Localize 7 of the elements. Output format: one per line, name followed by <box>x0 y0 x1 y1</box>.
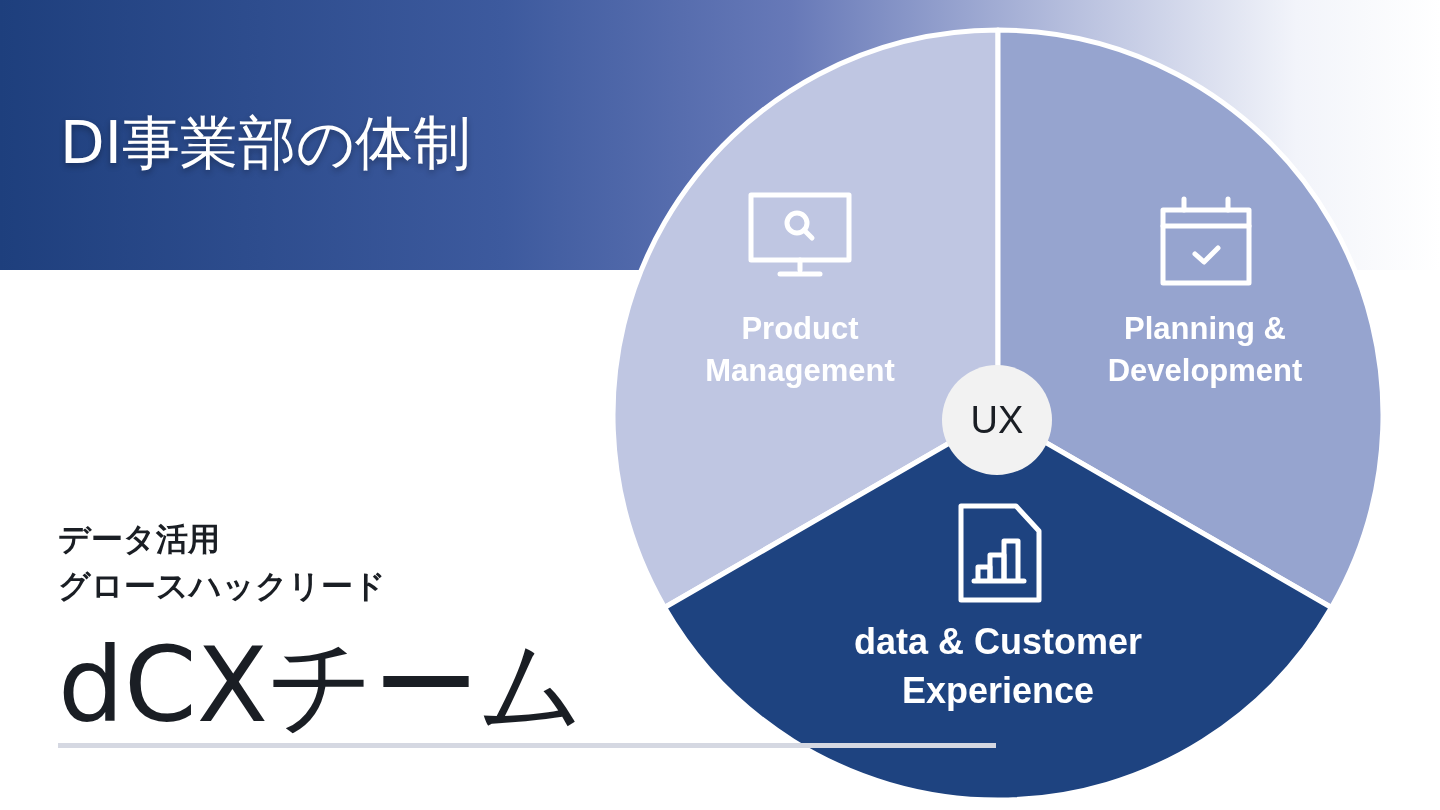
title: DI事業部の体制 <box>60 108 471 179</box>
team-name: dCXチーム <box>58 628 584 743</box>
segment-label: data & Customer Experience <box>852 620 1144 713</box>
subtitle: グロースハックリード <box>58 569 386 605</box>
segment-label: Planning & Development <box>1106 310 1304 390</box>
segment-label: Product Management <box>704 310 896 390</box>
subtitle: データ活用 <box>58 522 220 558</box>
